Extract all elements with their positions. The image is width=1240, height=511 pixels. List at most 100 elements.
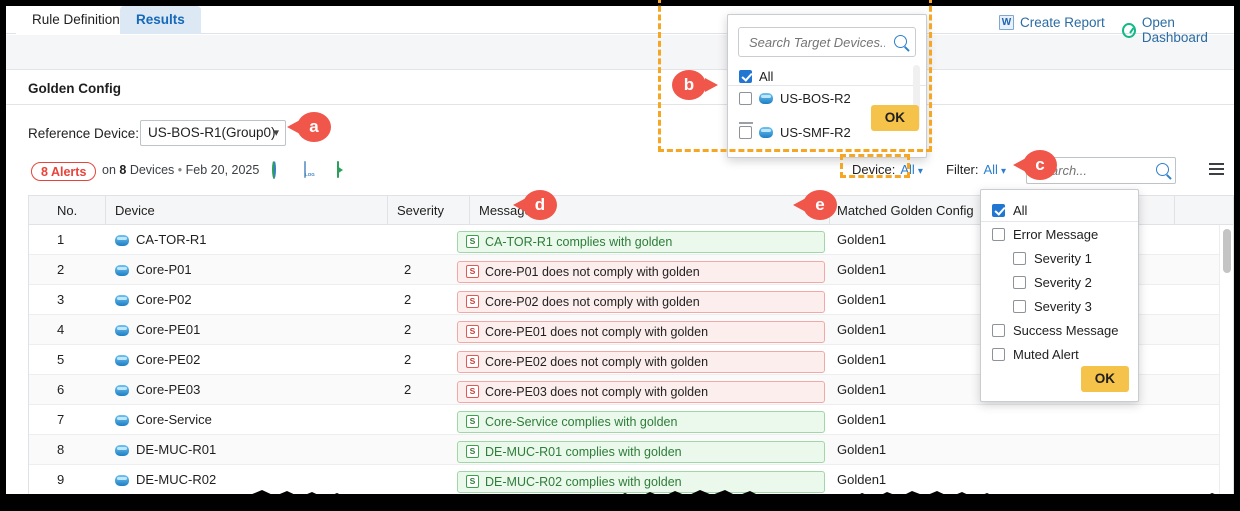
callout-e: e bbox=[793, 190, 839, 220]
device-popup-ok-button[interactable]: OK bbox=[870, 105, 919, 131]
device-list-scrollbar[interactable] bbox=[913, 65, 920, 129]
device-list-item[interactable]: All bbox=[728, 65, 926, 87]
filter-option-muted-alert[interactable]: Muted Alert bbox=[981, 342, 1138, 366]
checkbox[interactable] bbox=[739, 91, 752, 105]
filter-option-all[interactable]: All bbox=[981, 198, 1138, 222]
column-header-no[interactable]: No. bbox=[57, 203, 78, 218]
application-window: Rule Definition Results W Create Report … bbox=[0, 0, 1240, 494]
cell-severity: 2 bbox=[404, 292, 412, 307]
cell-device: CA-TOR-R1 bbox=[115, 225, 207, 255]
checkbox[interactable] bbox=[992, 227, 1005, 241]
filter-popup-ok-button[interactable]: OK bbox=[1080, 366, 1129, 392]
filter-option-error-message[interactable]: Error Message bbox=[981, 222, 1138, 246]
reference-device-select[interactable]: US-BOS-R1(Group0) ▾ bbox=[140, 120, 286, 146]
device-filter-dropdown[interactable]: Device: All▾ bbox=[852, 162, 923, 177]
message-text: Core-P01 does not comply with golden bbox=[485, 264, 700, 279]
device-icon bbox=[115, 384, 129, 396]
filter-option-severity-3[interactable]: Severity 3 bbox=[981, 294, 1138, 318]
cell-matched-golden-config: Golden1 bbox=[837, 412, 887, 427]
cell-device: Core-PE01 bbox=[115, 315, 200, 345]
column-header-severity[interactable]: Severity bbox=[397, 203, 444, 218]
create-report-link[interactable]: W Create Report bbox=[999, 15, 1105, 30]
message-text: DE-MUC-R01 complies with golden bbox=[485, 444, 682, 459]
alerts-count-badge[interactable]: 8 Alerts bbox=[31, 162, 97, 181]
status-icon: S bbox=[466, 355, 479, 368]
scrollbar-thumb[interactable] bbox=[1223, 229, 1231, 273]
checkbox[interactable] bbox=[1013, 299, 1026, 313]
filter-label: Filter: bbox=[946, 162, 979, 177]
device-search-box[interactable] bbox=[738, 27, 916, 57]
status-icon: S bbox=[466, 385, 479, 398]
device-filter-value: All bbox=[900, 162, 915, 177]
checkbox[interactable] bbox=[739, 125, 752, 139]
checkbox[interactable] bbox=[992, 203, 1005, 217]
callout-a: a bbox=[287, 112, 333, 142]
search-icon bbox=[1156, 163, 1169, 176]
devices-word: Devices bbox=[129, 163, 175, 177]
device-name: Core-PE02 bbox=[136, 352, 201, 367]
callout-d: d bbox=[513, 190, 559, 220]
device-icon bbox=[115, 474, 129, 486]
status-icon: S bbox=[466, 325, 479, 338]
device-name: CA-TOR-R1 bbox=[136, 232, 207, 247]
column-header-matched-golden-config[interactable]: Matched Golden Config bbox=[837, 203, 974, 218]
filter-option-label: Severity 2 bbox=[1034, 274, 1092, 290]
alerts-summary-text: on 8 Devices • Feb 20, 2025 bbox=[102, 163, 259, 177]
cell-matched-golden-config: Golden1 bbox=[837, 292, 887, 307]
checkbox[interactable] bbox=[1013, 275, 1026, 289]
cell-device: Core-P01 bbox=[115, 255, 192, 285]
column-header-device[interactable]: Device bbox=[115, 203, 155, 218]
device-name: DE-MUC-R01 bbox=[136, 442, 217, 457]
checkbox[interactable] bbox=[992, 347, 1005, 361]
checkbox[interactable] bbox=[739, 69, 752, 83]
device-list-item[interactable]: US-SMF-R2 bbox=[728, 121, 926, 143]
hamburger-icon[interactable] bbox=[1209, 163, 1224, 179]
checkbox[interactable] bbox=[992, 323, 1005, 337]
tab-results[interactable]: Results bbox=[120, 6, 201, 34]
export-icon[interactable] bbox=[334, 161, 351, 179]
cell-matched-golden-config: Golden1 bbox=[837, 382, 887, 397]
filter-option-severity-2[interactable]: Severity 2 bbox=[981, 270, 1138, 294]
open-dashboard-label: Open Dashboard bbox=[1141, 15, 1208, 45]
filter-option-label: Success Message bbox=[1013, 322, 1119, 338]
cell-device: Core-PE02 bbox=[115, 345, 200, 375]
device-search-input[interactable] bbox=[747, 28, 887, 56]
open-dashboard-link[interactable]: Open Dashboard bbox=[1122, 15, 1234, 45]
reference-device-label: Reference Device: bbox=[28, 126, 140, 141]
checkbox[interactable] bbox=[1013, 251, 1026, 265]
device-icon bbox=[115, 264, 129, 276]
log-icon[interactable] bbox=[302, 161, 319, 179]
list-separator bbox=[739, 122, 753, 124]
device-filter-label: Device: bbox=[852, 162, 896, 177]
refresh-icon[interactable] bbox=[270, 160, 287, 179]
filter-dropdown[interactable]: Filter:All▾ bbox=[946, 162, 1006, 177]
chevron-down-icon: ▾ bbox=[917, 166, 923, 177]
filter-option-success-message[interactable]: Success Message bbox=[981, 318, 1138, 342]
filter-option-severity-1[interactable]: Severity 1 bbox=[981, 246, 1138, 270]
filter-value: All bbox=[983, 162, 998, 177]
on-text: on bbox=[102, 163, 116, 177]
device-name: Core-Service bbox=[136, 412, 212, 427]
table-vertical-scrollbar[interactable] bbox=[1219, 225, 1233, 494]
cell-no: 2 bbox=[57, 262, 65, 277]
tab-rule-definition[interactable]: Rule Definition bbox=[16, 6, 136, 34]
device-list-item[interactable]: US-BOS-R2 bbox=[728, 87, 926, 109]
results-table: No. Device Severity Message Matched Gold… bbox=[28, 195, 1234, 494]
